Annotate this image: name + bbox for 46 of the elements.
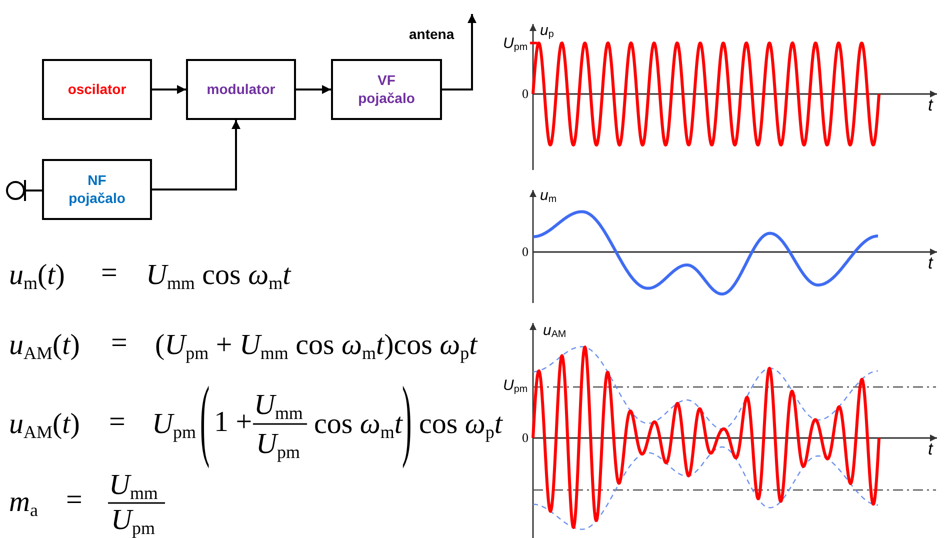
equation-right-side: (U$_{pm}$ + U$_{mm}$ cos ω$_{m}$t)cos ω$_{p}$t xyxy=(155,330,478,362)
tick-label: 0 xyxy=(522,430,528,446)
axis-title: t xyxy=(928,440,933,460)
parenthesis: ) xyxy=(402,380,412,466)
arrow xyxy=(152,120,240,190)
equation-term: 1 + xyxy=(214,407,252,439)
arrow xyxy=(442,14,476,90)
tick-label: U$_{pm}$ xyxy=(503,378,528,394)
arrow xyxy=(296,85,331,94)
equation-left-side: u$_{AM}$(t) xyxy=(9,330,80,362)
antenna-label: antena xyxy=(409,26,454,42)
equals-sign: = xyxy=(66,485,82,517)
fraction-denominator: U$_{pm}$ xyxy=(256,429,300,461)
block-label: VF pojačalo xyxy=(357,72,416,107)
process-box xyxy=(42,59,152,120)
equation-term: cos ω$_{m}$t xyxy=(314,409,402,441)
equation-right-side: U$_{mm}$ cos ω$_{m}$t xyxy=(146,260,291,292)
block-label: NF pojačalo xyxy=(68,172,126,207)
fraction-numerator: U$_{mm}$ xyxy=(254,390,303,422)
equation-term: U$_{pm}$ xyxy=(152,409,196,441)
block-label: modulator xyxy=(206,80,276,98)
equation-term: cos ω$_{p}$t xyxy=(419,409,502,441)
axis-title: u$_{p}$ xyxy=(540,22,554,40)
equals-sign: = xyxy=(109,407,126,439)
fraction-denominator: U$_{pm}$ xyxy=(111,505,155,537)
axis-title: t xyxy=(928,96,933,116)
parenthesis: ( xyxy=(200,380,210,466)
equation-left-side: u$_{m}$(t) xyxy=(9,260,65,292)
equation-left-side: u$_{AM}$(t) xyxy=(9,409,80,441)
tick-label: 0 xyxy=(522,244,528,260)
connector-line xyxy=(26,190,42,192)
process-box xyxy=(186,59,296,120)
axis-title: u$_{AM}$ xyxy=(543,322,566,340)
tick-label: U$_{pm}$ xyxy=(503,36,528,52)
process-box xyxy=(331,59,442,120)
axis-title: u$_{m}$ xyxy=(540,188,557,204)
fraction-numerator: U$_{mm}$ xyxy=(109,470,158,502)
equals-sign: = xyxy=(111,328,128,360)
arrow xyxy=(152,85,186,94)
microphone-icon xyxy=(6,180,26,201)
process-box xyxy=(42,159,152,220)
axis-title: t xyxy=(928,254,933,274)
block-label: oscilator xyxy=(68,80,126,98)
equals-sign: = xyxy=(101,258,118,290)
tick-label: 0 xyxy=(522,86,528,102)
equation-left-side: m$_{a}$ xyxy=(9,487,38,519)
